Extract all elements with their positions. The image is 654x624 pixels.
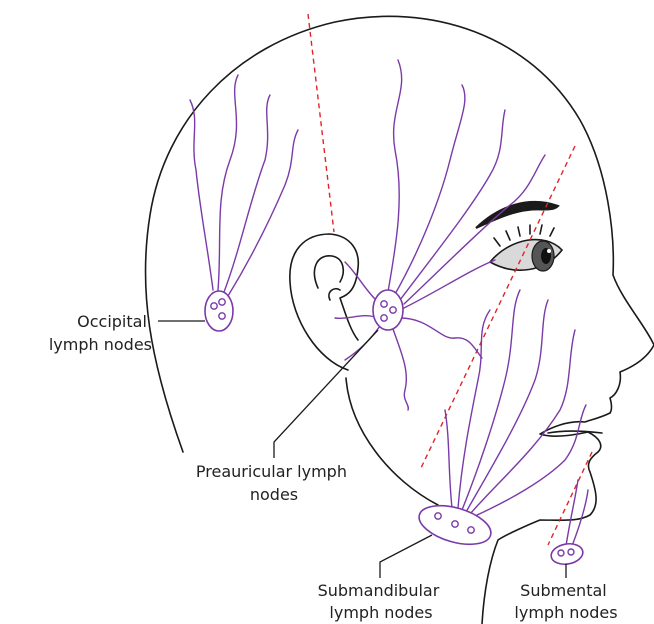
preauricular-leader bbox=[274, 330, 378, 458]
ear bbox=[290, 234, 358, 370]
eye bbox=[490, 225, 562, 271]
leader-lines bbox=[158, 321, 566, 578]
divider-chin bbox=[548, 452, 592, 545]
preauricular-lymph-nodes bbox=[373, 290, 403, 330]
submandibular-lymph-nodes bbox=[415, 498, 496, 551]
submandibular-leader bbox=[380, 535, 432, 578]
occipital-label: Occipital lymph nodes bbox=[49, 312, 152, 354]
submandibular-label: Submandibular lymph nodes bbox=[318, 581, 445, 622]
divider-scalp bbox=[308, 14, 334, 232]
submental-lymph-nodes bbox=[550, 541, 585, 566]
submental-label: Submental lymph nodes bbox=[514, 581, 617, 622]
head-outline bbox=[145, 16, 654, 452]
lip-line bbox=[548, 431, 602, 433]
jaw-line bbox=[346, 378, 438, 505]
occipital-lymph-nodes bbox=[205, 291, 233, 331]
preauricular-label: Preauricular lymph nodes bbox=[196, 462, 352, 504]
